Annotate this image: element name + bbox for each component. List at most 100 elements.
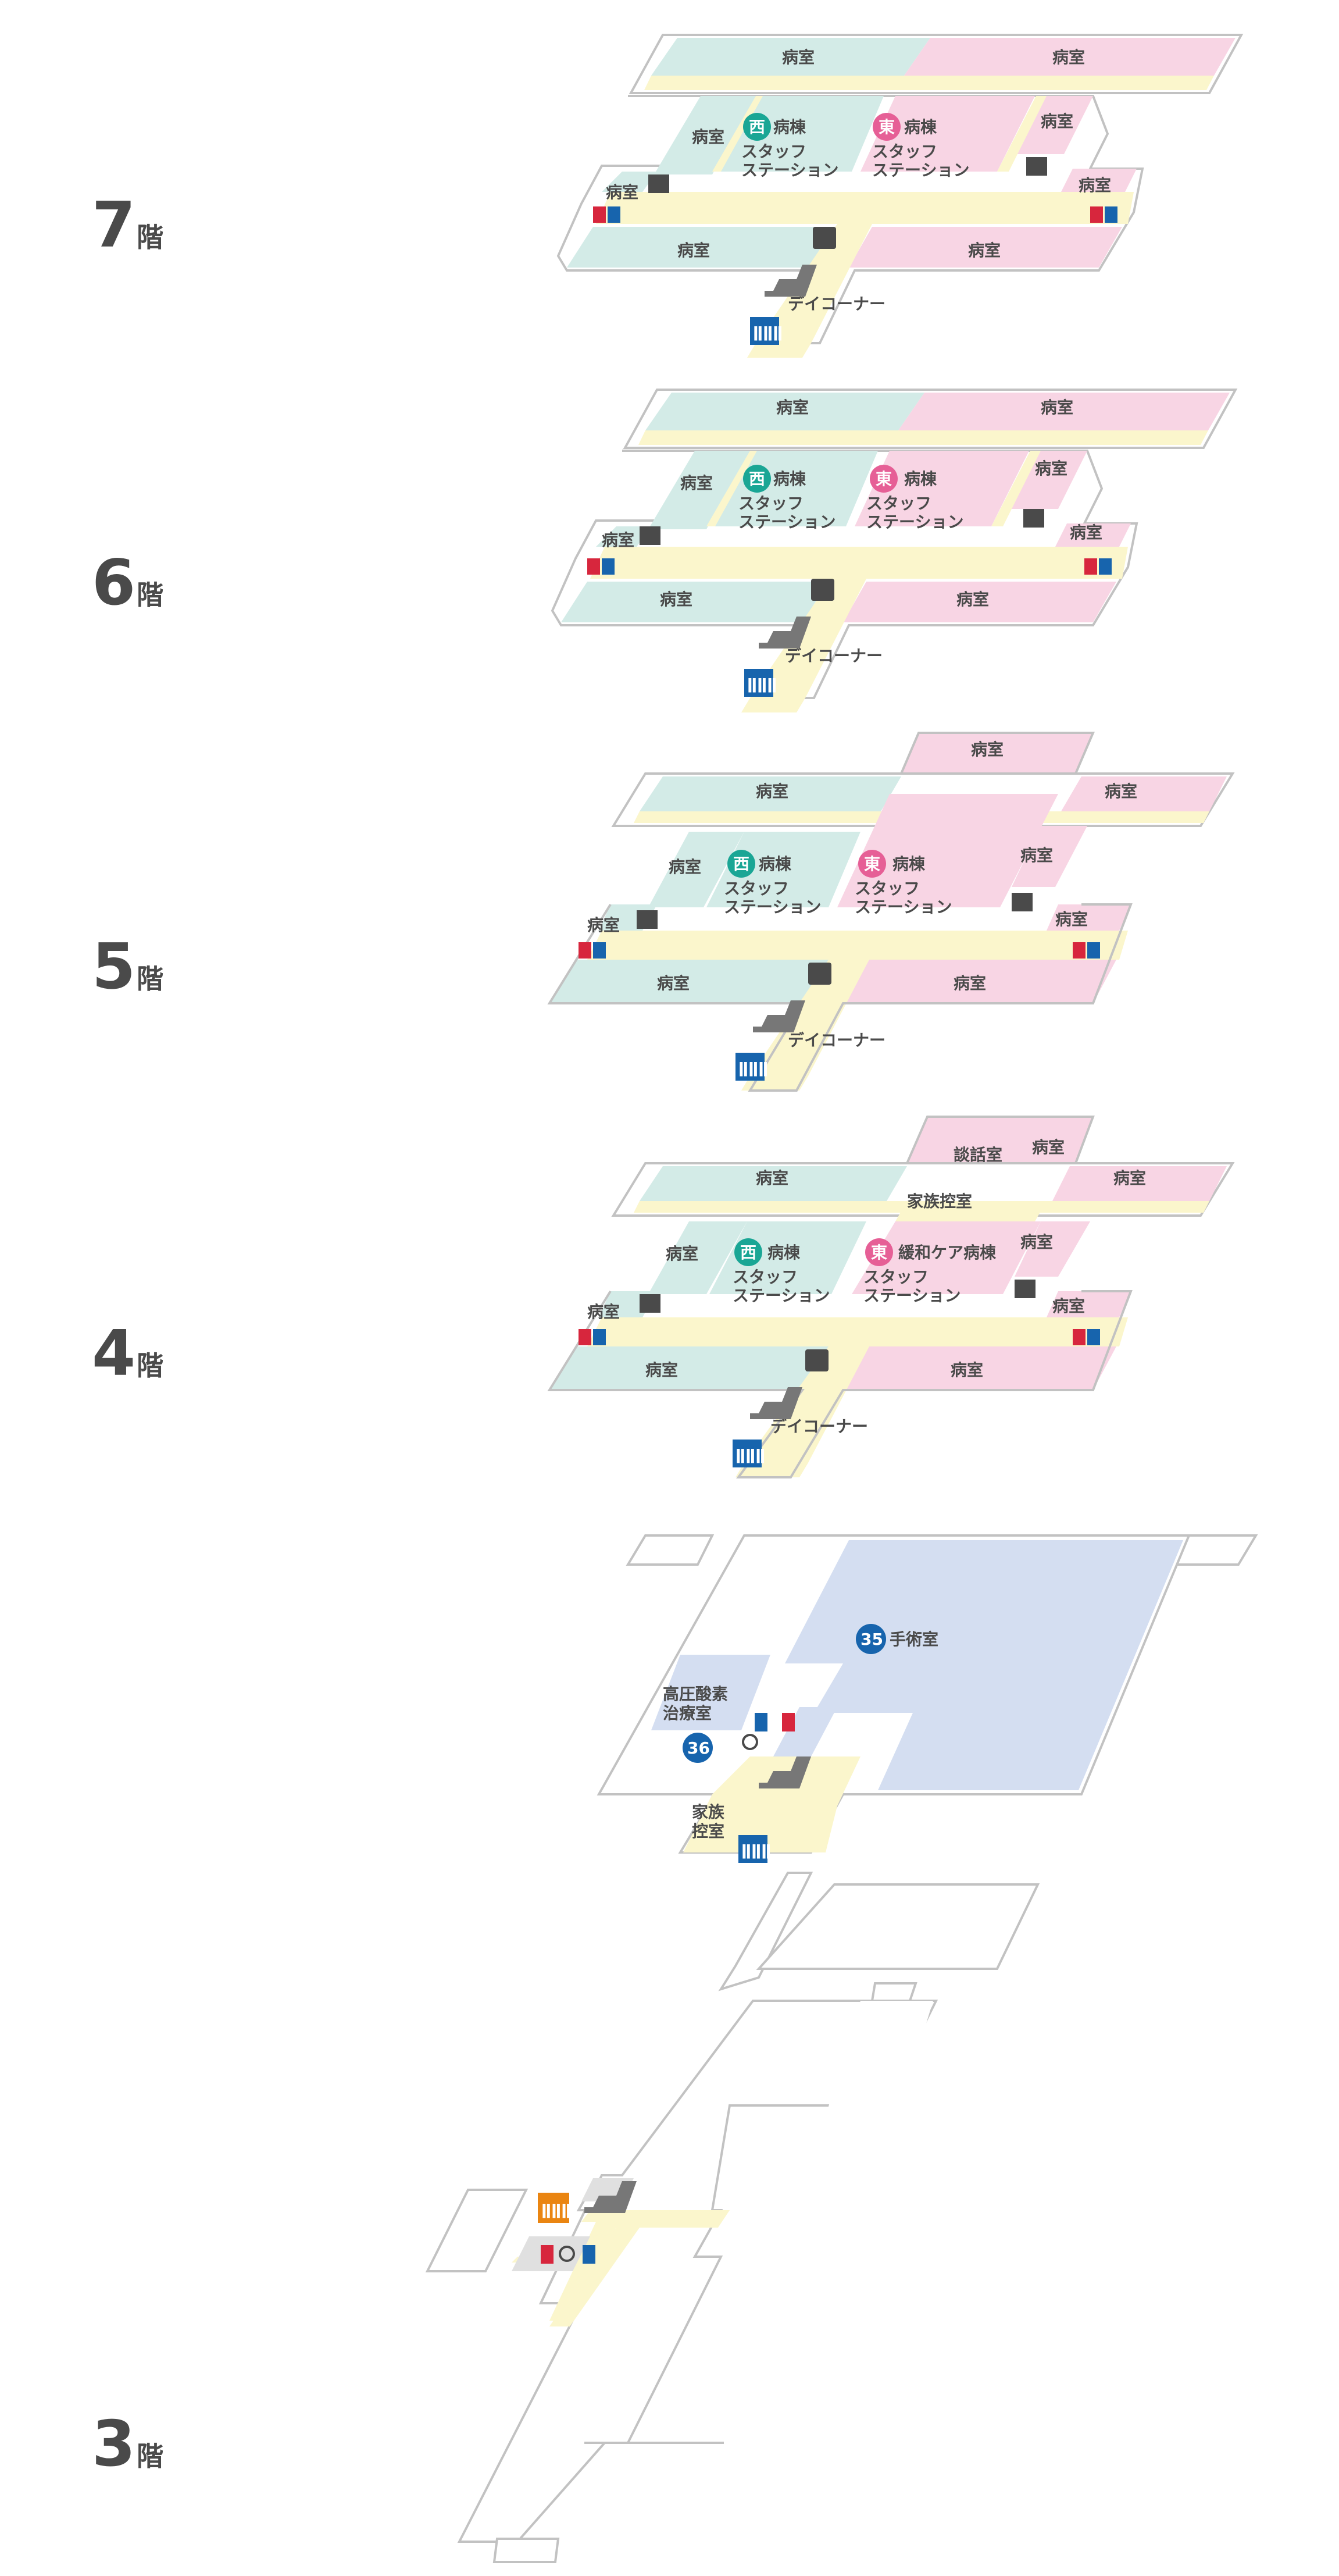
vending-icon <box>637 910 658 929</box>
toilet-icon <box>1073 942 1100 959</box>
phone-icon <box>805 1349 829 1371</box>
svg-text:ǁǁǁ: ǁǁǁ <box>541 2201 571 2219</box>
vending-icon <box>640 526 660 545</box>
surgery-number: 35 <box>860 1630 883 1649</box>
family-room-label: 家族控室 <box>907 1192 972 1211</box>
room-label: 病室 <box>645 1360 678 1380</box>
room-label: 病室 <box>669 857 701 877</box>
toilet-icon <box>755 1713 795 1731</box>
day-corner-label: デイコーナー <box>785 646 883 665</box>
svg-text:ǁǁǁ: ǁǁǁ <box>735 1446 765 1464</box>
east-ward-badge: 東 <box>864 854 880 874</box>
staff-label: スタッフ <box>741 142 806 161</box>
staff-label: スタッフ <box>738 494 804 513</box>
east-ward-badge: 東 <box>876 469 892 489</box>
room-label: 病室 <box>660 590 692 609</box>
svg-text:ǁǁǁ: ǁǁǁ <box>747 676 777 693</box>
toilet-icon <box>579 1329 606 1345</box>
talk-room-label: 談話室 <box>954 1145 1002 1164</box>
staff-label: スタッフ <box>863 1267 929 1287</box>
ward-label: 病棟 <box>904 117 937 137</box>
floor-label-5f: 5階 <box>92 931 164 1003</box>
room-label: 病室 <box>657 974 690 993</box>
room-label: 病室 <box>971 740 1004 759</box>
room-label: 病室 <box>951 1360 983 1380</box>
phone-icon <box>813 227 836 249</box>
staff-label: スタッフ <box>872 142 937 161</box>
phone-icon <box>811 579 834 601</box>
elevator-icon: ǁǁǁ <box>738 1835 771 1863</box>
day-corner-label: デイコーナー <box>788 1031 885 1050</box>
ward-label: 病棟 <box>773 469 806 489</box>
room-label: 病室 <box>1032 1138 1065 1157</box>
room-label: 病室 <box>1052 48 1085 67</box>
svg-text:ǁǁǁ: ǁǁǁ <box>753 324 783 341</box>
west-ward-badge: 西 <box>749 117 765 137</box>
vending-icon <box>1023 509 1044 528</box>
room-label: 病室 <box>1105 782 1137 801</box>
room-label: 病室 <box>1113 1168 1146 1188</box>
room-label: 病室 <box>1041 398 1073 417</box>
elevator-icon: ǁǁǁ <box>744 669 777 697</box>
room-label: 病室 <box>587 915 620 935</box>
west-ward-badge: 西 <box>749 469 765 489</box>
vending-icon <box>1026 157 1047 176</box>
room-label: 病室 <box>1041 112 1073 131</box>
room-label: 病室 <box>968 241 1001 260</box>
surgery-label: 手術室 <box>890 1630 938 1649</box>
elevator-icon: ǁǁǁ <box>735 1053 768 1081</box>
hbo-label-1: 高圧酸素 <box>663 1684 728 1704</box>
floor-7f <box>556 34 1244 358</box>
room-label: 病室 <box>680 473 713 493</box>
floor-label-4f: 4階 <box>92 1317 164 1390</box>
floor-label-6f: 6階 <box>92 547 164 619</box>
room-label: 病室 <box>1020 846 1053 865</box>
day-corner-label: デイコーナー <box>788 294 885 313</box>
staff-label: ステーション <box>863 1286 960 1305</box>
stairs-icon <box>750 1387 802 1419</box>
ward-label: 病棟 <box>773 117 806 137</box>
vending-icon <box>648 174 669 193</box>
room-label: 病室 <box>606 183 638 202</box>
toilet-icon <box>587 558 615 575</box>
toilet-icon <box>579 942 606 959</box>
east-ward-badge: 東 <box>879 117 895 137</box>
staff-label: ステーション <box>724 897 821 917</box>
map-labels: 病室 病室 病室 病室 病室 病室 病室 病室 西 病棟 スタッフ ステーション… <box>587 48 1146 1841</box>
ward-label: 病棟 <box>892 854 926 874</box>
floor-6f <box>551 389 1238 712</box>
floor-label-7f: 7階 <box>92 189 164 262</box>
staff-label: ステーション <box>733 1286 830 1305</box>
staff-label: スタッフ <box>855 879 920 898</box>
room-label: 病室 <box>782 48 815 67</box>
west-ward-badge: 西 <box>740 1243 756 1262</box>
vending-icon <box>1015 1280 1036 1298</box>
stairs-icon <box>759 1756 811 1788</box>
room-label: 病室 <box>587 1302 620 1321</box>
map-icons: ǁǁǁ ǁǁǁ ǁǁǁ ǁǁǁ ǁǁǁ ǁǁǁ <box>538 157 1117 2264</box>
staff-label: ステーション <box>738 512 835 532</box>
family-label-1: 家族 <box>692 1802 725 1822</box>
west-ward-badge: 西 <box>733 854 749 874</box>
room-label: 病室 <box>956 590 989 609</box>
floor-label-3f: 3階 <box>92 2408 164 2481</box>
room-label: 病室 <box>677 241 710 260</box>
elevator-icon: ǁǁǁ <box>538 2193 571 2223</box>
staff-label: スタッフ <box>866 494 931 513</box>
room-label: 病室 <box>1079 176 1111 195</box>
toilet-icon <box>1084 558 1112 575</box>
room-label: 病室 <box>1035 459 1067 478</box>
room-label: 病室 <box>1020 1232 1053 1252</box>
room-label: 病室 <box>954 974 986 993</box>
east-ward-badge: 東 <box>871 1243 887 1262</box>
phone-icon <box>808 963 831 985</box>
stairs-icon <box>584 2181 637 2213</box>
svg-text:ǁǁǁ: ǁǁǁ <box>738 1060 768 1077</box>
room-label: 病室 <box>776 398 809 417</box>
staff-label: スタッフ <box>733 1267 798 1287</box>
staff-label: スタッフ <box>724 879 789 898</box>
room-label: 病室 <box>756 782 788 801</box>
toilet-icon <box>541 2245 595 2264</box>
staff-label: ステーション <box>872 161 969 180</box>
accessible-toilet-icon <box>559 2246 575 2262</box>
